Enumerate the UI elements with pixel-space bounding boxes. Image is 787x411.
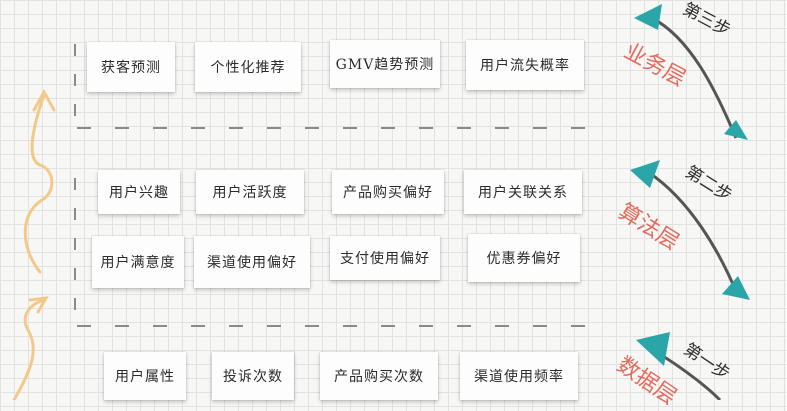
card-algorithm-8: 优惠券偏好 [468,234,580,282]
card-business-3: GMV趋势预测 [330,40,440,88]
card-algorithm-7: 支付使用偏好 [330,236,440,280]
card-business-2: 个性化推荐 [195,42,301,92]
layered-diagram: 获客预测 个性化推荐 GMV趋势预测 用户流失概率 用户兴趣 用户活跃度 产品购… [12,0,750,410]
card-business-4: 用户流失概率 [466,40,584,90]
card-business-1: 获客预测 [87,42,175,92]
card-data-4: 渠道使用频率 [460,352,578,400]
step-arrow-first [636,332,722,400]
step-arrow-second [630,160,750,300]
card-algorithm-1: 用户兴趣 [98,170,180,214]
card-data-2: 投诉次数 [212,352,294,400]
card-algorithm-5: 用户满意度 [92,236,184,288]
card-algorithm-2: 用户活跃度 [196,170,304,214]
decoration-layer [12,4,750,400]
card-data-3: 产品购买次数 [320,352,438,400]
flow-curve-top [23,88,56,274]
card-data-1: 用户属性 [104,352,186,400]
card-algorithm-6: 渠道使用偏好 [194,236,310,288]
card-algorithm-3: 产品购买偏好 [332,170,444,214]
flow-curve-bottom [12,296,49,400]
step-arrow-third [634,4,748,140]
card-algorithm-4: 用户关联关系 [464,170,582,214]
